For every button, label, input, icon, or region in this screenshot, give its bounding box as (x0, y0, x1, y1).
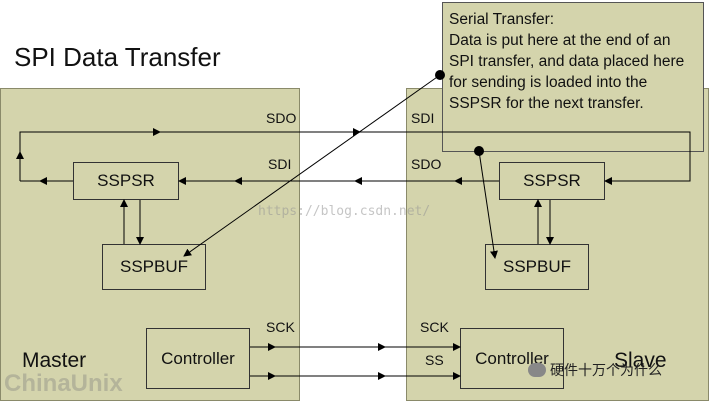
brand-badge: 硬件十万个为什么 (528, 360, 662, 380)
slave-sdi-label: SDI (411, 110, 435, 126)
master-sdi-label: SDI (268, 156, 292, 172)
watermark: https://blog.csdn.net/ (258, 204, 431, 219)
diagram-title: SPI Data Transfer (14, 42, 221, 72)
callout-pointer-master (183, 74, 441, 257)
master-controller: Controller (146, 328, 250, 389)
callout-heading: Serial Transfer: (449, 11, 555, 28)
sdo-to-sdi-line (19, 131, 691, 185)
slave-sck-label: SCK (420, 319, 449, 335)
slave-sdo-label: SDO (411, 156, 442, 172)
slave-sspbuf: SSPBUF (485, 244, 589, 290)
chat-icon (528, 363, 546, 377)
slave-ss-label: SS (425, 352, 444, 368)
master-label: Master (22, 349, 87, 372)
callout-body: Data is put here at the end of an SPI tr… (449, 32, 685, 112)
master-sdo-label: SDO (266, 110, 297, 126)
chinaunix-logo: ChinaUnix (4, 370, 123, 397)
callout-box: Serial Transfer: Data is put here at the… (442, 2, 704, 152)
callout-pointer-slave (478, 150, 498, 259)
brand-text: 硬件十万个为什么 (550, 362, 662, 378)
slave-sspsr: SSPSR (499, 162, 605, 200)
master-sck-label: SCK (266, 319, 295, 335)
slave-label: Slave (614, 349, 667, 372)
slave-controller: Controller (460, 328, 564, 389)
